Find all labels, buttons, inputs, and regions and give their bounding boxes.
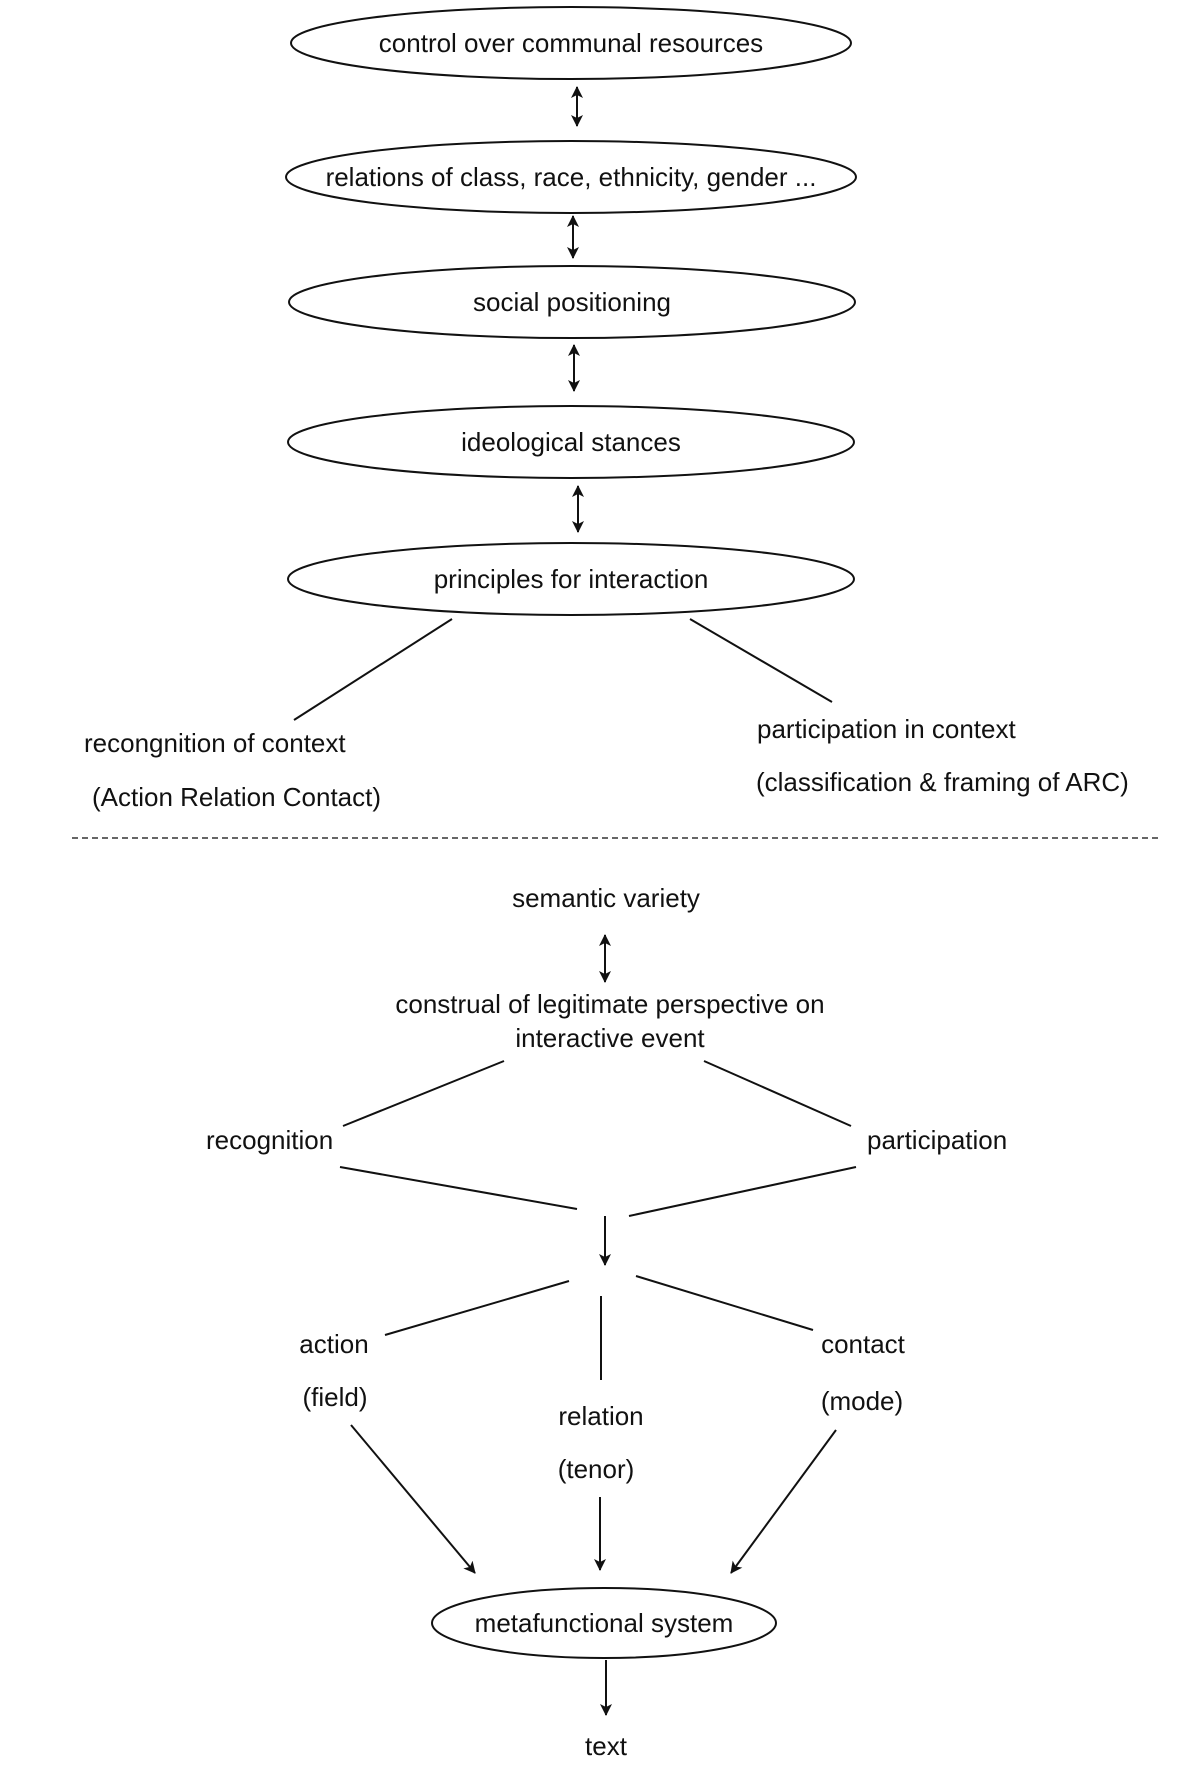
node-relations: relations of class, race, ethnicity, gen… <box>285 140 857 214</box>
participation-converge-line <box>628 1166 857 1217</box>
ellipse-shape <box>287 405 855 479</box>
construal-label-line2: interactive event <box>515 1023 705 1053</box>
node-label: metafunctional system <box>475 1608 734 1638</box>
diverge-line-action <box>384 1280 570 1336</box>
participation-label: participation <box>867 1125 1007 1155</box>
contact-subtitle: (mode) <box>821 1386 903 1416</box>
node-communal-resources: control over communal resources <box>290 6 852 80</box>
node-label: relations of class, race, ethnicity, gen… <box>326 162 817 192</box>
ellipse-shape <box>290 6 852 80</box>
node-ideological-stances: ideological stances <box>287 405 855 479</box>
ellipse-shape <box>431 1587 777 1659</box>
right-branch-title: participation in context <box>757 714 1016 744</box>
node-social-positioning: social positioning <box>288 265 856 339</box>
node-metafunctional-system: metafunctional system <box>431 1587 777 1659</box>
construal-label-line1: construal of legitimate perspective on <box>395 989 824 1019</box>
text-label: text <box>585 1731 628 1761</box>
ellipse-shape <box>287 542 855 616</box>
ellipse-shape <box>288 265 856 339</box>
diverge-line-contact <box>635 1275 814 1331</box>
recognition-converge-line <box>339 1166 578 1210</box>
contact-title: contact <box>821 1329 906 1359</box>
right-branch-subtitle: (classification & framing of ARC) <box>756 767 1129 797</box>
left-branch-title: recongnition of context <box>84 728 346 758</box>
ellipse-shape <box>285 140 857 214</box>
action-to-metafunctional-arrow <box>350 1424 476 1574</box>
action-title: action <box>299 1329 368 1359</box>
node-label: principles for interaction <box>434 564 709 594</box>
branch-line-left <box>293 618 453 721</box>
node-principles: principles for interaction <box>287 542 855 616</box>
branch-line-right <box>689 618 833 703</box>
node-label: control over communal resources <box>379 28 763 58</box>
relation-subtitle: (tenor) <box>558 1454 635 1484</box>
construal-to-participation-line <box>703 1060 852 1127</box>
node-label: social positioning <box>473 287 671 317</box>
node-label: ideological stances <box>461 427 681 457</box>
construal-to-recognition-line <box>342 1060 505 1127</box>
contact-to-metafunctional-arrow <box>730 1429 837 1574</box>
action-subtitle: (field) <box>302 1382 367 1412</box>
left-branch-subtitle: (Action Relation Contact) <box>92 782 381 812</box>
recognition-label: recognition <box>206 1125 333 1155</box>
relation-title: relation <box>558 1401 643 1431</box>
semantic-variety-label: semantic variety <box>512 883 700 913</box>
